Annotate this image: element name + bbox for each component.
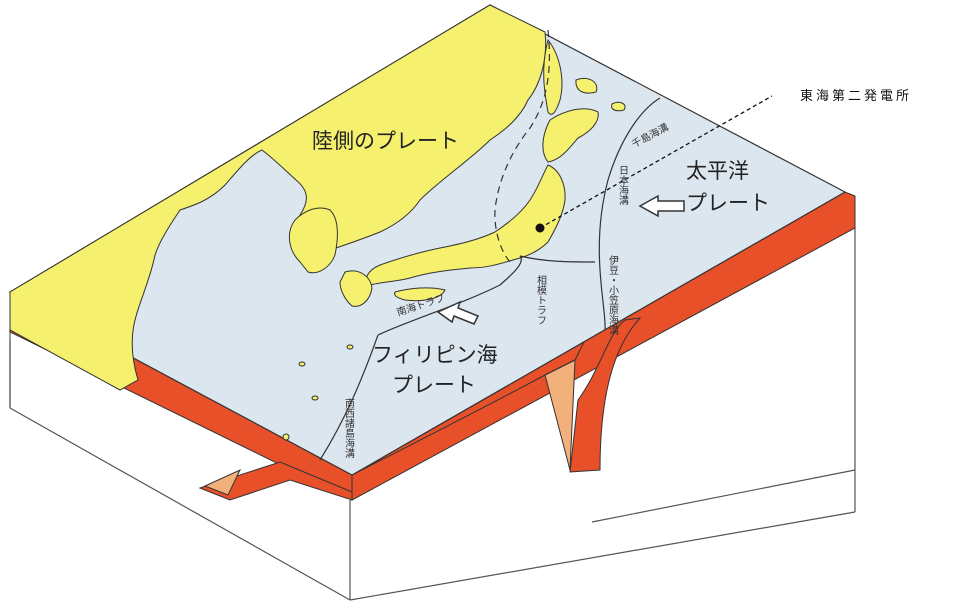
plate-motion-arrows xyxy=(436,194,685,325)
honshu-island xyxy=(365,164,566,286)
nankai-trough-line xyxy=(377,255,522,336)
sagami-trough-label: 相模トラフ xyxy=(535,274,547,325)
continental-plate-label: 陸側のプレート xyxy=(312,129,459,153)
philippine-plate-label-1: フィリピン海 xyxy=(372,343,498,367)
power-station-label: 東海第二発電所 xyxy=(800,88,912,104)
philippine-plate-label-2: プレート xyxy=(392,373,476,397)
pacific-plate-label-2: プレート xyxy=(686,191,770,215)
power-station-marker xyxy=(535,95,773,233)
hokkaido-island xyxy=(542,108,599,163)
izu-bonin-trench-label: 伊豆・小笠原海溝 xyxy=(607,255,619,336)
plate-boundaries xyxy=(319,29,661,461)
nansei-trench-label: 南西諸島海溝 xyxy=(343,397,355,459)
shikoku-island xyxy=(394,287,446,302)
arrow-up-left-icon xyxy=(436,300,480,325)
korea-peninsula xyxy=(288,207,338,274)
block-wireframe xyxy=(9,228,856,601)
kyushu-island xyxy=(339,270,373,307)
sakhalin-island xyxy=(543,38,563,115)
land-masses xyxy=(9,4,626,441)
dashed-boundary xyxy=(494,29,550,263)
japan-trench-line xyxy=(598,97,661,331)
nansei-trench-line xyxy=(319,334,379,461)
japan-trench-label: 日本海溝 xyxy=(617,165,629,206)
sagami-trough-line xyxy=(519,255,596,263)
pacific-plate-label-1: 太平洋 xyxy=(686,159,749,183)
dot-marker-icon xyxy=(535,223,545,233)
arrow-left-icon xyxy=(638,194,685,218)
